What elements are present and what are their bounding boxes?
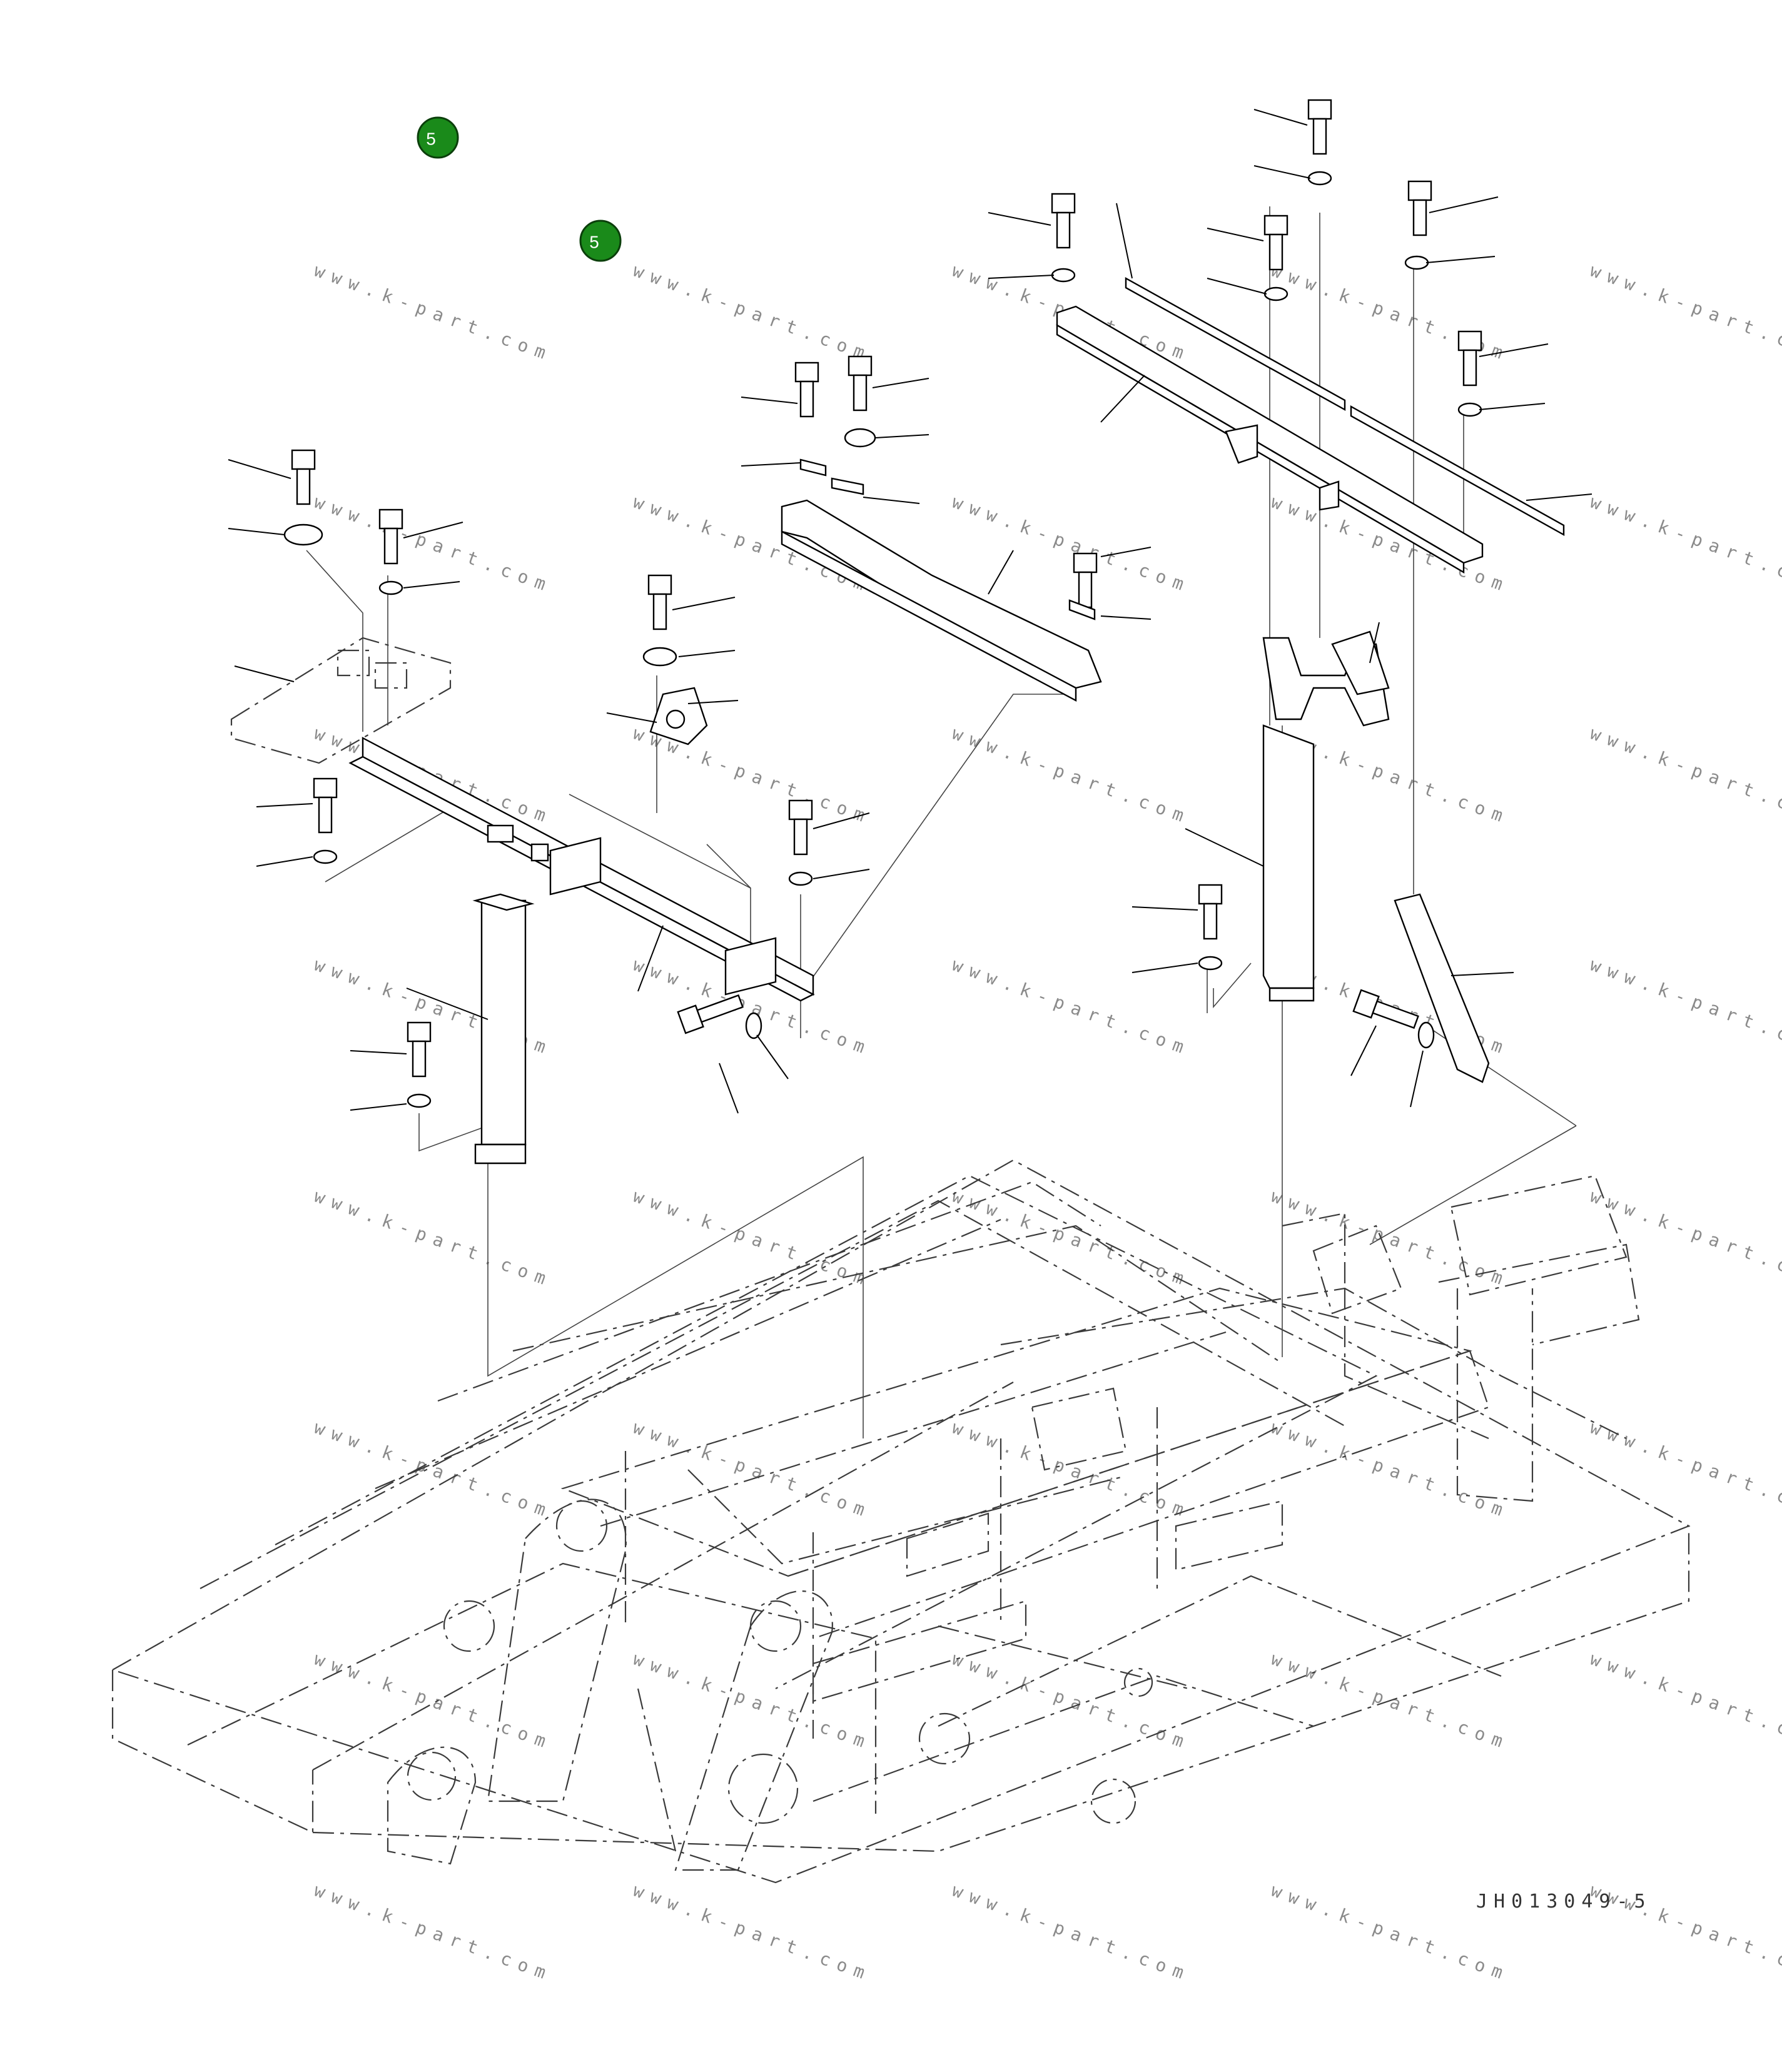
left-bracket-plate — [230, 637, 452, 764]
watermark-text: www.k-part.com — [630, 1649, 875, 1754]
watermark-text: www.k-part.com — [1587, 492, 1782, 597]
watermark-text: www.k-part.com — [949, 723, 1194, 829]
washer — [1404, 255, 1429, 270]
washer — [1051, 268, 1076, 283]
watermark-text: www.k-part.com — [630, 260, 875, 366]
watermark-text: www.k-part.com — [630, 1186, 875, 1291]
watermark-text: www.k-part.com — [1587, 1186, 1782, 1291]
washer — [1417, 1021, 1435, 1049]
washer — [378, 580, 403, 595]
chassis-frame — [111, 1159, 1691, 1884]
watermark-text: www.k-part.com — [949, 492, 1194, 597]
bolt — [1307, 99, 1332, 155]
upper-seal-strips — [1125, 276, 1565, 537]
watermark-text: www.k-part.com — [311, 1186, 556, 1291]
watermark-text: www.k-part.com — [630, 1417, 875, 1523]
watermark-text: www.k-part.com — [1268, 1649, 1513, 1754]
bolt — [1407, 180, 1432, 236]
watermark-text: www.k-part.com — [1587, 954, 1782, 1060]
washer — [788, 871, 813, 886]
center-crossmember — [781, 499, 1102, 702]
bolt — [291, 449, 316, 505]
washer — [1263, 286, 1288, 301]
callout-number: 5 — [589, 233, 599, 252]
callout-5-second[interactable]: 5 — [579, 220, 622, 262]
watermark-layer: www.k-part.com www.k-part.com www.k-part.c… — [311, 260, 1782, 1986]
watermark-text: www.k-part.com — [949, 1186, 1194, 1291]
bolt — [1051, 193, 1076, 249]
washer — [844, 428, 876, 448]
leader-lines — [228, 109, 1592, 1114]
callout-5-top[interactable]: 5 — [417, 116, 459, 159]
watermark-text: www.k-part.com — [1587, 723, 1782, 829]
watermark-text: www.k-part.com — [949, 954, 1194, 1060]
watermark-text: www.k-part.com — [311, 492, 556, 597]
washer — [313, 849, 338, 864]
watermark-text: www.k-part.com — [949, 1649, 1194, 1754]
watermark-text: www.k-part.com — [311, 260, 556, 366]
watermark-text: www.k-part.com — [1268, 1186, 1513, 1291]
watermark-text: www.k-part.com — [949, 1417, 1194, 1523]
upper-right-rail — [1056, 305, 1484, 574]
bolt-horizontal — [677, 994, 744, 1034]
callout-number: 5 — [426, 129, 436, 149]
middle-bracket — [649, 687, 708, 745]
bolt — [1263, 215, 1288, 271]
washer — [642, 647, 677, 667]
watermark-text: www.k-part.com — [630, 723, 875, 829]
bolt — [788, 799, 813, 856]
clip — [831, 477, 864, 495]
drawing-code: JH013049-5 — [1476, 1891, 1652, 1913]
fasteners — [283, 99, 1482, 1108]
watermark-text: www.k-part.com — [1587, 260, 1782, 366]
washer — [1457, 402, 1482, 417]
watermark-text: www.k-part.com — [949, 1880, 1194, 1986]
bolt — [1198, 884, 1223, 940]
clip — [1068, 599, 1096, 620]
washer — [1198, 956, 1223, 971]
left-vertical-post — [472, 893, 535, 1165]
bolt — [848, 355, 873, 412]
bolt — [1073, 552, 1098, 609]
bolt — [794, 361, 819, 418]
bolt — [313, 777, 338, 834]
right-vertical-post — [1262, 724, 1315, 1002]
watermark-text: www.k-part.com — [630, 1880, 875, 1986]
bolt — [1457, 330, 1482, 387]
washer — [407, 1093, 432, 1108]
watermark-text: www.k-part.com — [311, 1649, 556, 1754]
washer — [1307, 171, 1332, 186]
watermark-text: www.k-part.com — [1587, 1649, 1782, 1754]
bolt — [378, 508, 403, 565]
washer — [283, 523, 323, 546]
bolt — [407, 1021, 432, 1078]
bolt — [647, 574, 672, 630]
watermark-text: www.k-part.com — [311, 1880, 556, 1986]
washer — [745, 1012, 762, 1039]
right-u-bracket — [1262, 630, 1390, 727]
right-diagonal-brace — [1394, 893, 1490, 1083]
left-crossmember — [348, 737, 815, 1002]
bolt-horizontal — [1352, 989, 1419, 1029]
clip — [799, 458, 827, 477]
